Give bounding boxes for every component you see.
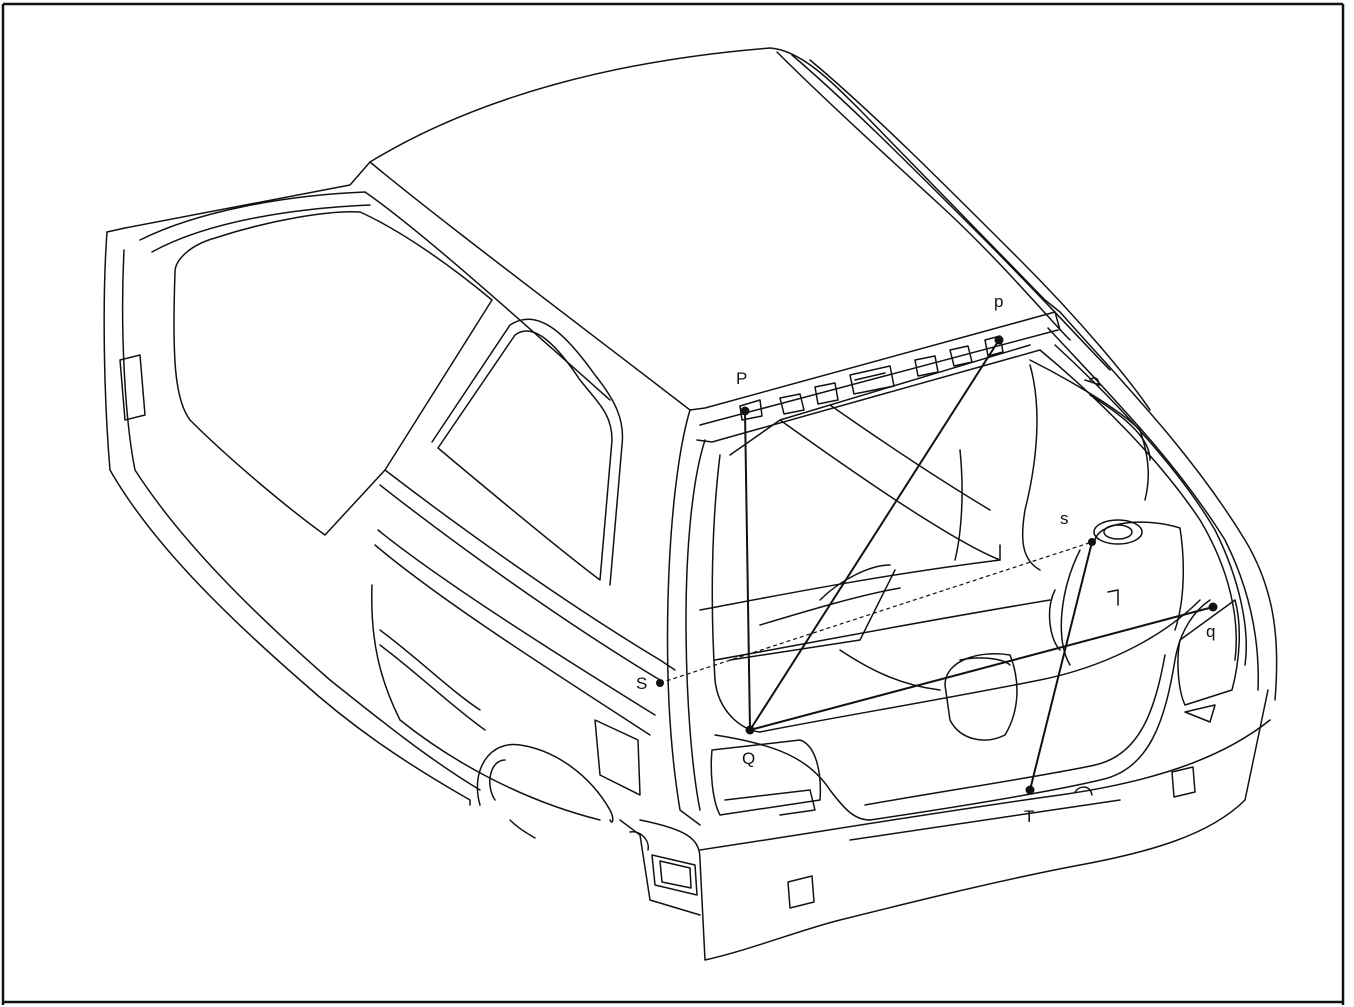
line-P-Q [744, 410, 751, 731]
point-q-dot [1208, 602, 1218, 612]
label-q: q [1206, 622, 1215, 641]
measurement-line-S-s [659, 541, 1093, 684]
label-S: S [636, 674, 647, 693]
label-P: P [736, 369, 747, 388]
line-p-Q [749, 339, 1000, 731]
label-Q: Q [742, 749, 755, 768]
measurement-points [656, 335, 1218, 795]
point-S-dot [656, 679, 664, 687]
point-T-dot [1025, 785, 1035, 795]
point-p-dot [994, 335, 1004, 345]
point-P-dot [740, 406, 750, 416]
car-body-outline [103, 47, 1278, 961]
measurement-lines [744, 339, 1214, 791]
label-T: T [1024, 807, 1034, 826]
line-Q-q [749, 606, 1214, 731]
point-s-dot [1088, 538, 1096, 546]
line-s-T [1029, 541, 1093, 791]
label-p: p [994, 292, 1003, 311]
label-s: s [1060, 509, 1069, 528]
point-Q-dot [745, 725, 755, 735]
